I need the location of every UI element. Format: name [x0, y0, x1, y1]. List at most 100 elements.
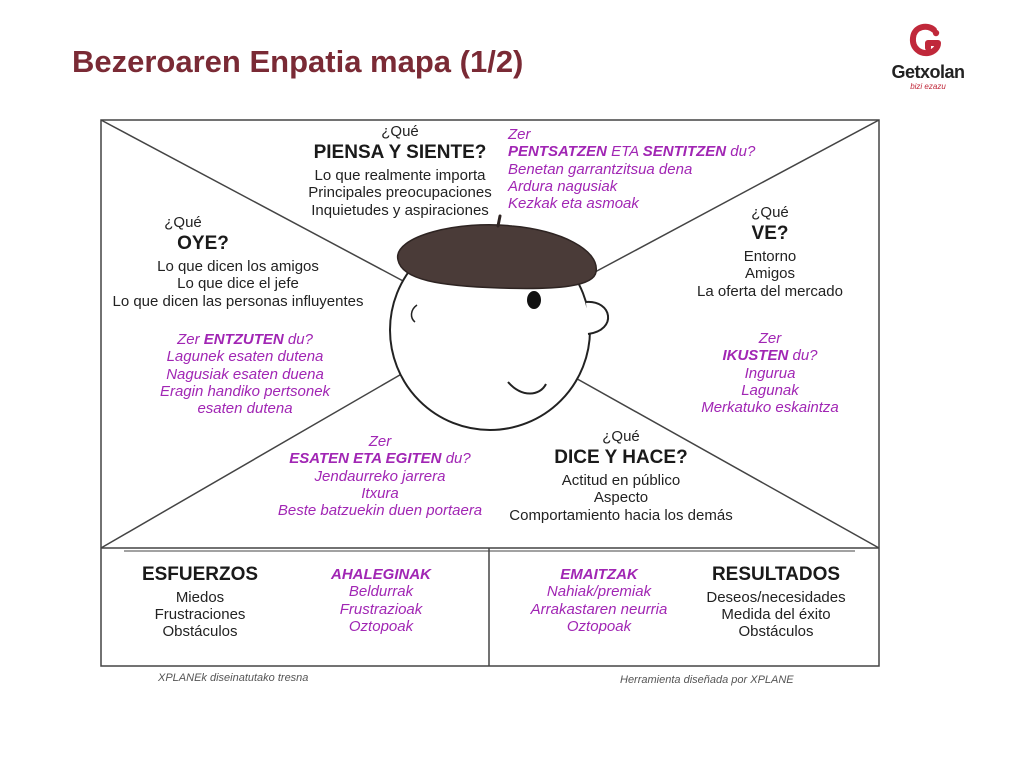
entzuten-item-3: Eragin handiko pertsonek	[159, 382, 331, 400]
emaitzak-item-2: Arrakastaren neurria	[530, 600, 668, 618]
esfuerzos-item-1: Miedos	[175, 588, 225, 606]
mouth-icon	[507, 381, 547, 395]
ikusten-item-1: Ingurua	[744, 364, 796, 382]
esaten-item-2: Itxura	[361, 484, 399, 502]
ikusten-du: du?	[792, 347, 818, 365]
dice-heading: DICE Y HACE?	[554, 447, 688, 469]
esfuerzos-item-2: Frustraciones	[154, 606, 246, 624]
logo-tagline: bizi ezazu	[910, 82, 946, 91]
emaitzak-item-1: Nahiak/premiak	[546, 583, 652, 601]
pentsatzen-verb: PENTSATZEN	[508, 143, 607, 161]
ahaleginak-title: AHALEGINAK	[331, 566, 431, 583]
oye-item-1: Lo que dicen los amigos	[157, 258, 319, 276]
esaten-item-3: Beste batzuekin duen portaera	[277, 502, 483, 519]
resultados-es: RESULTADOS Deseos/necesidades Medida del…	[694, 564, 858, 641]
ve-heading: VE?	[751, 223, 789, 245]
ahaleginak-item-1: Beldurrak	[348, 583, 414, 601]
esaten-heading: ESATEN ETA EGITEN du?	[270, 450, 490, 467]
emaitzak-eu: EMAITZAK Nahiak/premiak Arrakastaren neu…	[524, 566, 674, 635]
entzuten-zer: Zer	[177, 331, 200, 348]
ikusten-item-3: Merkatuko eskaintza	[701, 399, 839, 416]
diagonal-bottom-left	[100, 371, 406, 549]
esaten-item-1: Jendaurreko jarrera	[314, 467, 446, 485]
pentsatzen-item-1: Benetan garrantzitsua dena	[508, 160, 693, 178]
sentitzen-verb: SENTITZEN	[642, 143, 727, 161]
piensa-que: ¿Qué	[381, 123, 419, 140]
entzuten-item-2: Nagusiak esaten duena	[166, 365, 324, 383]
diagonal-top-left	[100, 119, 406, 283]
piensa-item-3: Inquietudes y aspiraciones	[311, 201, 489, 219]
oye-es: ¿Qué OYE? Lo que dicen los amigos Lo que…	[104, 214, 372, 310]
ear-icon	[585, 300, 609, 335]
page-title: Bezeroaren Enpatia mapa (1/2)	[72, 44, 524, 79]
piensa-heading: PIENSA Y SIENTE?	[313, 142, 487, 164]
ve-item-3: La oferta del mercado	[697, 282, 843, 300]
ve-item-2: Amigos	[744, 265, 796, 283]
oye-heading: OYE?	[177, 233, 229, 255]
piensa-item-1: Lo que realmente importa	[314, 167, 486, 185]
pentsatzen-eu: Zer PENTSATZEN ETA SENTITZEN du? Benetan…	[508, 126, 755, 212]
ikusten-verb: IKUSTEN	[722, 347, 789, 365]
esfuerzos-heading: ESFUERZOS	[141, 564, 259, 585]
pentsatzen-du: du?	[730, 143, 756, 161]
resultados-item-1: Deseos/necesidades	[706, 588, 846, 606]
emaitzak-heading: EMAITZAK	[524, 566, 674, 583]
dice-item-2: Aspecto	[593, 489, 649, 507]
ve-item-1: Entorno	[743, 248, 797, 266]
left-ear-mark	[410, 304, 418, 323]
esfuerzos-item-3: Obstáculos	[162, 623, 238, 641]
pentsatzen-heading: PENTSATZEN ETA SENTITZEN du?	[508, 143, 755, 160]
resultados-item-3: Obstáculos	[738, 623, 814, 641]
dice-hace-es: ¿Qué DICE Y HACE? Actitud en público Asp…	[496, 428, 746, 524]
pentsatzen-eta: ETA	[611, 143, 639, 161]
ahaleginak-eu: AHALEGINAK Beldurrak Frustrazioak Oztopo…	[316, 566, 446, 635]
eye-icon	[527, 291, 541, 309]
emaitzak-title: EMAITZAK	[560, 566, 638, 583]
dice-item-3: Comportamiento hacia los demás	[509, 506, 733, 524]
oye-item-3: Lo que dicen las personas influyentes	[112, 292, 364, 310]
ikusten-eu: Zer IKUSTEN du? Ingurua Lagunak Merkatuk…	[690, 330, 850, 416]
ahaleginak-heading: AHALEGINAK	[316, 566, 446, 583]
footer-note-left: XPLANEk diseinatutako tresna	[158, 672, 309, 684]
dice-que: ¿Qué	[602, 428, 640, 445]
oye-que: ¿Qué	[164, 214, 202, 231]
entzuten-eu: Zer ENTZUTEN du? Lagunek esaten dutena N…	[150, 331, 340, 417]
entzuten-du: du?	[287, 331, 313, 348]
logo-name: Getxolan	[891, 62, 965, 82]
esaten-verb: ESATEN ETA EGITEN	[289, 450, 442, 468]
entzuten-item-1: Lagunek esaten dutena	[166, 348, 324, 366]
entzuten-heading: Zer ENTZUTEN du?	[150, 331, 340, 348]
beret-icon	[397, 223, 597, 290]
ve-es: ¿Qué VE? Entorno Amigos La oferta del me…	[690, 204, 850, 300]
diagonal-bottom-right	[571, 375, 880, 549]
esaten-egiten-eu: Zer ESATEN ETA EGITEN du? Jendaurreko ja…	[270, 433, 490, 519]
esaten-zer: Zer	[368, 433, 392, 450]
esaten-du: du?	[445, 450, 471, 468]
pentsatzen-zer: Zer	[508, 126, 531, 143]
resultados-item-2: Medida del éxito	[721, 606, 831, 624]
resultados-heading: RESULTADOS	[711, 564, 841, 585]
dice-item-1: Actitud en público	[561, 472, 681, 490]
ahaleginak-item-2: Frustrazioak	[339, 600, 423, 618]
pentsatzen-item-3: Kezkak eta asmoak	[508, 195, 639, 212]
entzuten-item-4: esaten dutena	[197, 400, 293, 417]
footer-note-right: Herramienta diseñada por XPLANE	[620, 674, 794, 686]
person-head	[389, 214, 609, 431]
piensa-item-2: Principales preocupaciones	[308, 184, 492, 202]
ikusten-item-2: Lagunak	[741, 381, 799, 399]
piensa-siente-es: ¿Qué PIENSA Y SIENTE? Lo que realmente i…	[300, 123, 500, 219]
pentsatzen-item-2: Ardura nagusiak	[508, 177, 618, 195]
getxolan-logo: Getxolan bizi ezazu	[878, 22, 978, 100]
getxolan-logo-icon	[909, 23, 941, 57]
ikusten-heading: IKUSTEN du?	[690, 347, 850, 364]
ikusten-zer: Zer	[758, 330, 782, 347]
emaitzak-item-3: Oztopoak	[566, 617, 632, 635]
diagonal-top-right	[594, 119, 880, 273]
entzuten-verb: ENTZUTEN	[203, 331, 284, 348]
oye-item-2: Lo que dice el jefe	[177, 275, 299, 293]
esfuerzos-es: ESFUERZOS Miedos Frustraciones Obstáculo…	[130, 564, 270, 641]
ahaleginak-item-3: Oztopoak	[348, 617, 414, 635]
map-frame	[100, 119, 880, 667]
ve-que: ¿Qué	[751, 204, 789, 221]
